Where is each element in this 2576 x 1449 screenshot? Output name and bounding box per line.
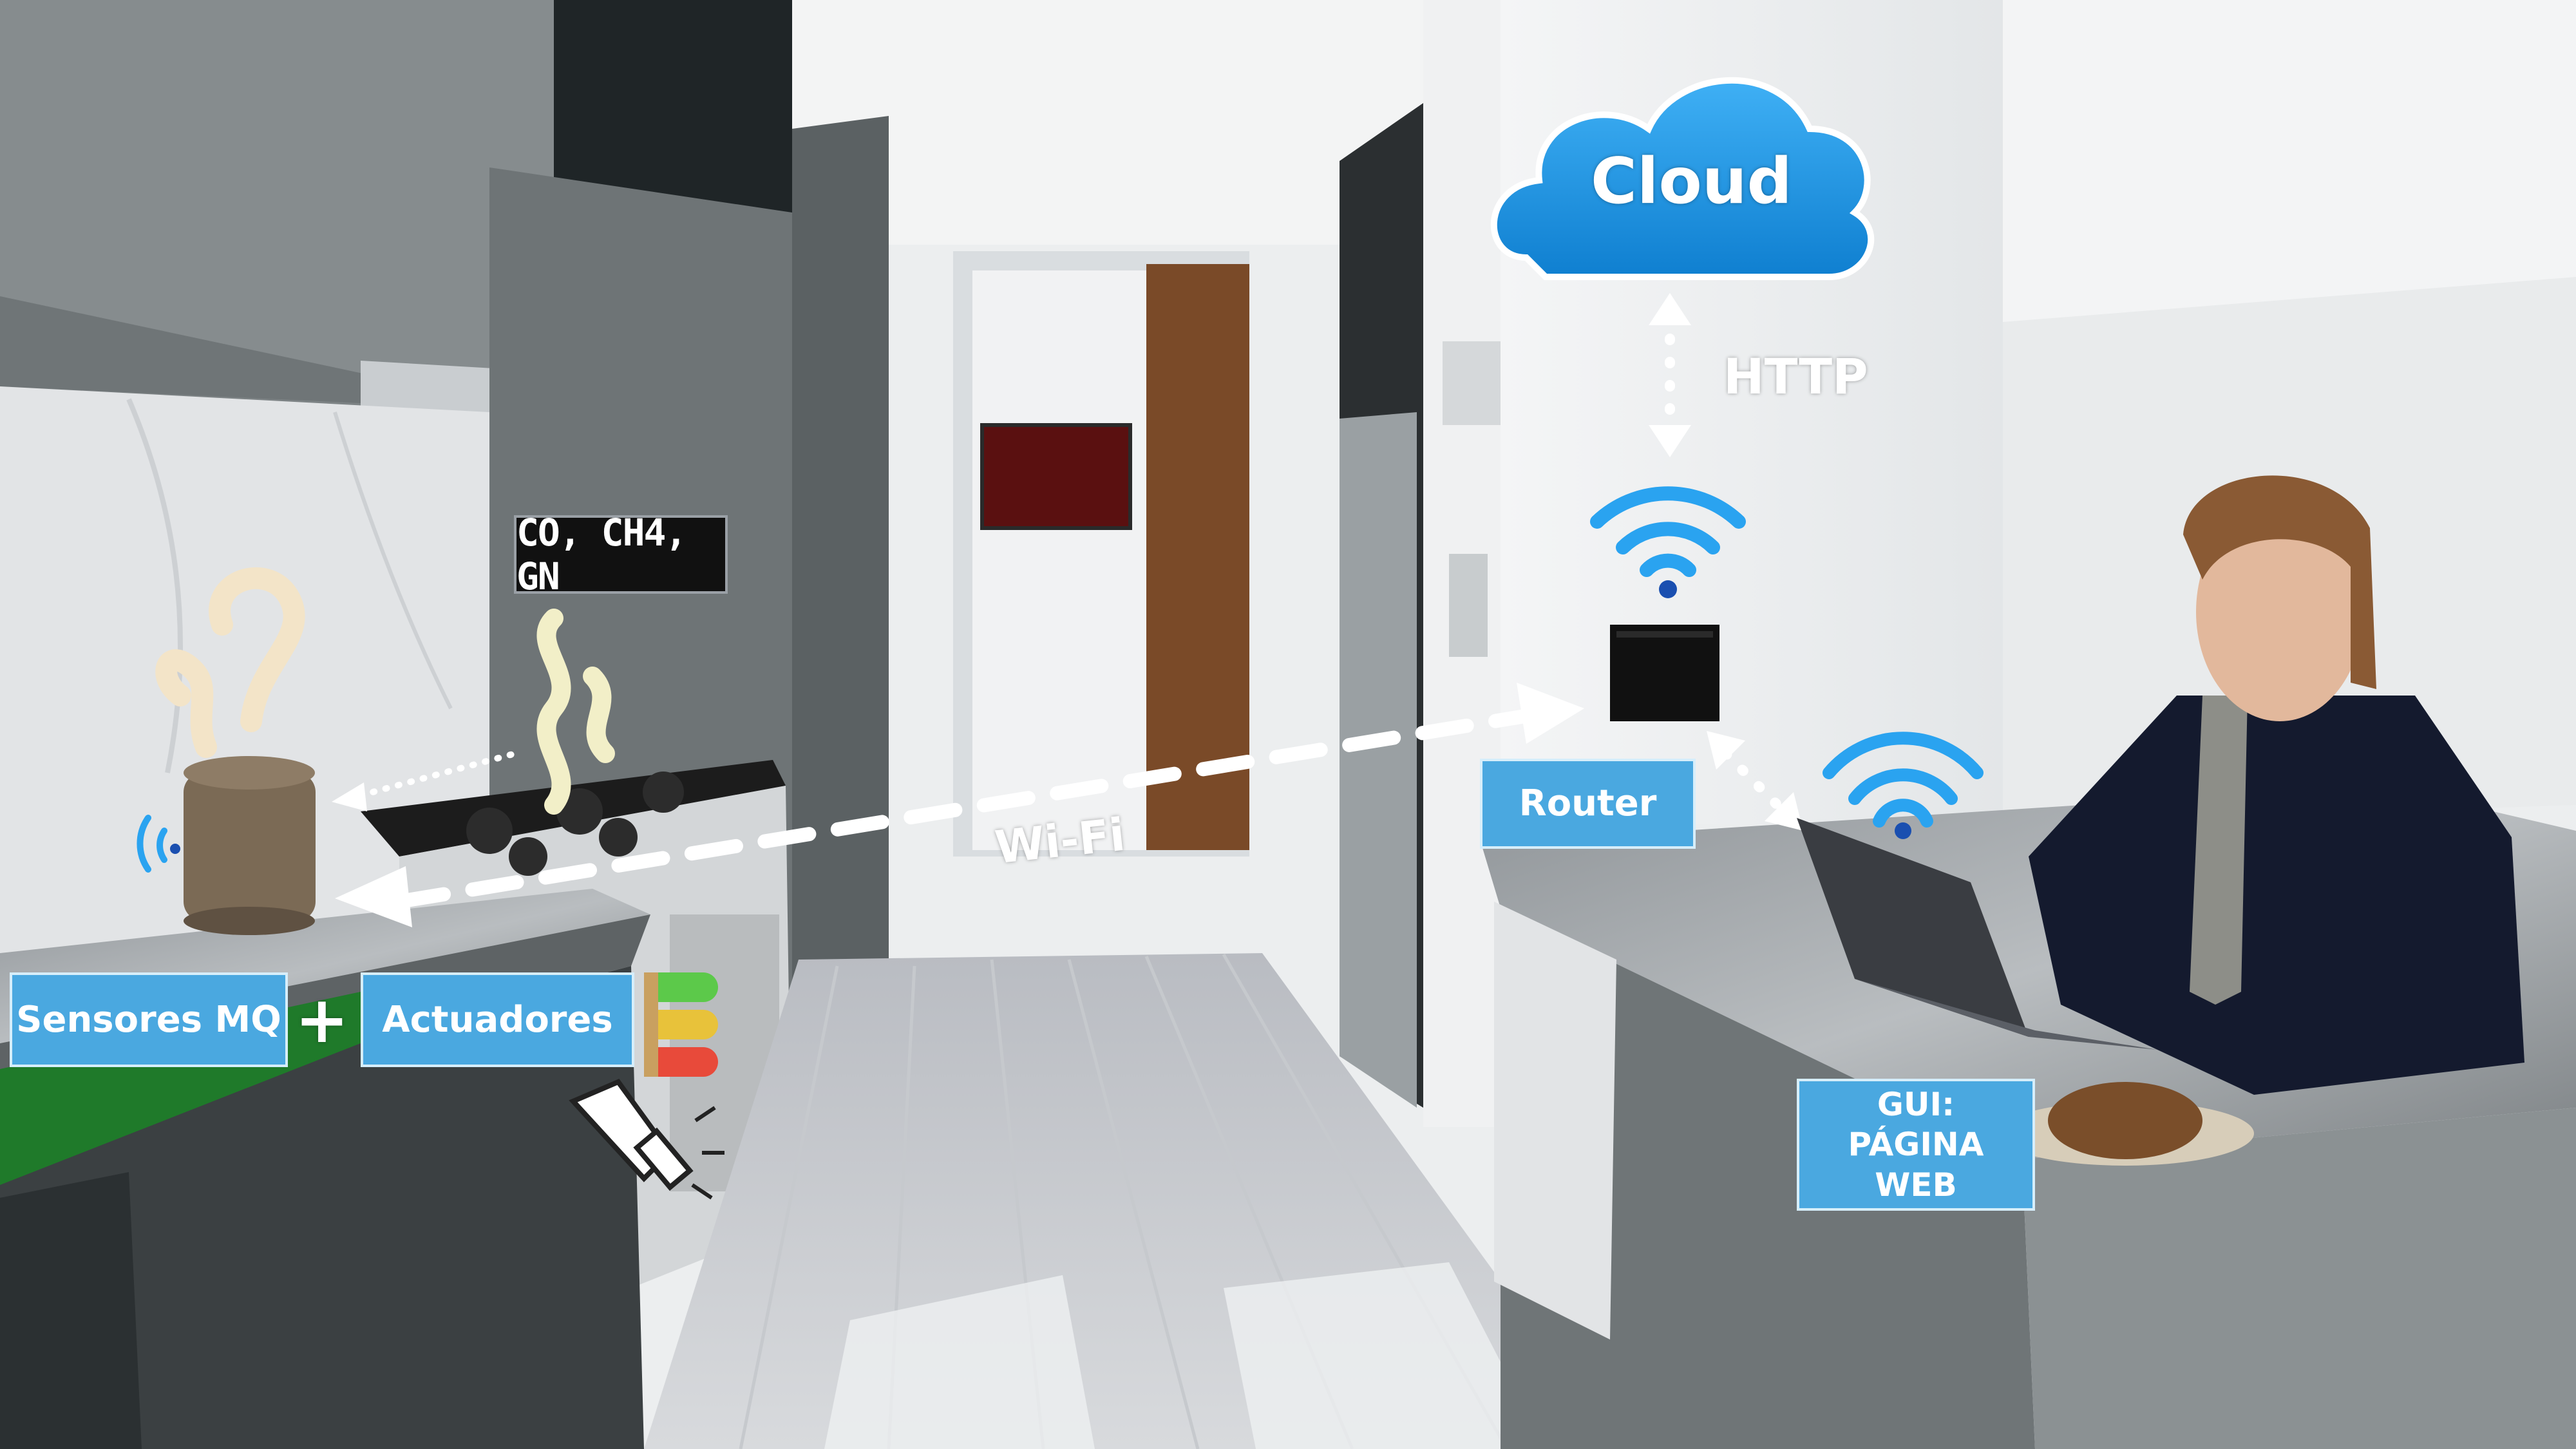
actuators-label: Actuadores [361, 972, 634, 1067]
http-label: HTTP [1723, 348, 1868, 405]
sensor-wifi-icon [137, 815, 167, 873]
buzzer-icon [569, 1079, 694, 1191]
cloud-icon [1490, 77, 1875, 280]
dishwasher [1494, 902, 1616, 1340]
person-figure [2029, 475, 2524, 1095]
led-actuator-icon [644, 972, 718, 1077]
gui-web-label: GUI: PÁGINA WEB [1797, 1079, 2035, 1211]
burners [466, 772, 684, 876]
lower-cabinets [0, 966, 644, 1449]
hat [2048, 1082, 2202, 1159]
router-label: Router [1480, 759, 1696, 849]
gas-types-label: CO, CH4, GN [514, 511, 728, 598]
wooden-door [1146, 264, 1249, 850]
wifi-icon-laptop [1823, 732, 1984, 828]
ceiling [708, 0, 1481, 245]
painting [982, 425, 1130, 528]
island-cabinet [1501, 908, 2035, 1449]
router-icon [1610, 625, 1719, 721]
cloud-label: Cloud [1591, 145, 1792, 218]
question-smoke-icon [155, 567, 305, 758]
laptop-icon [1797, 818, 2157, 1050]
wifi-icon [1590, 486, 1746, 577]
wifi-link-arrow [392, 708, 1540, 909]
plus-sign: + [295, 982, 349, 1057]
gas-sensor-icon [184, 756, 316, 935]
sensors-label: Sensores MQ [10, 972, 288, 1067]
smoke-icon [536, 609, 615, 815]
